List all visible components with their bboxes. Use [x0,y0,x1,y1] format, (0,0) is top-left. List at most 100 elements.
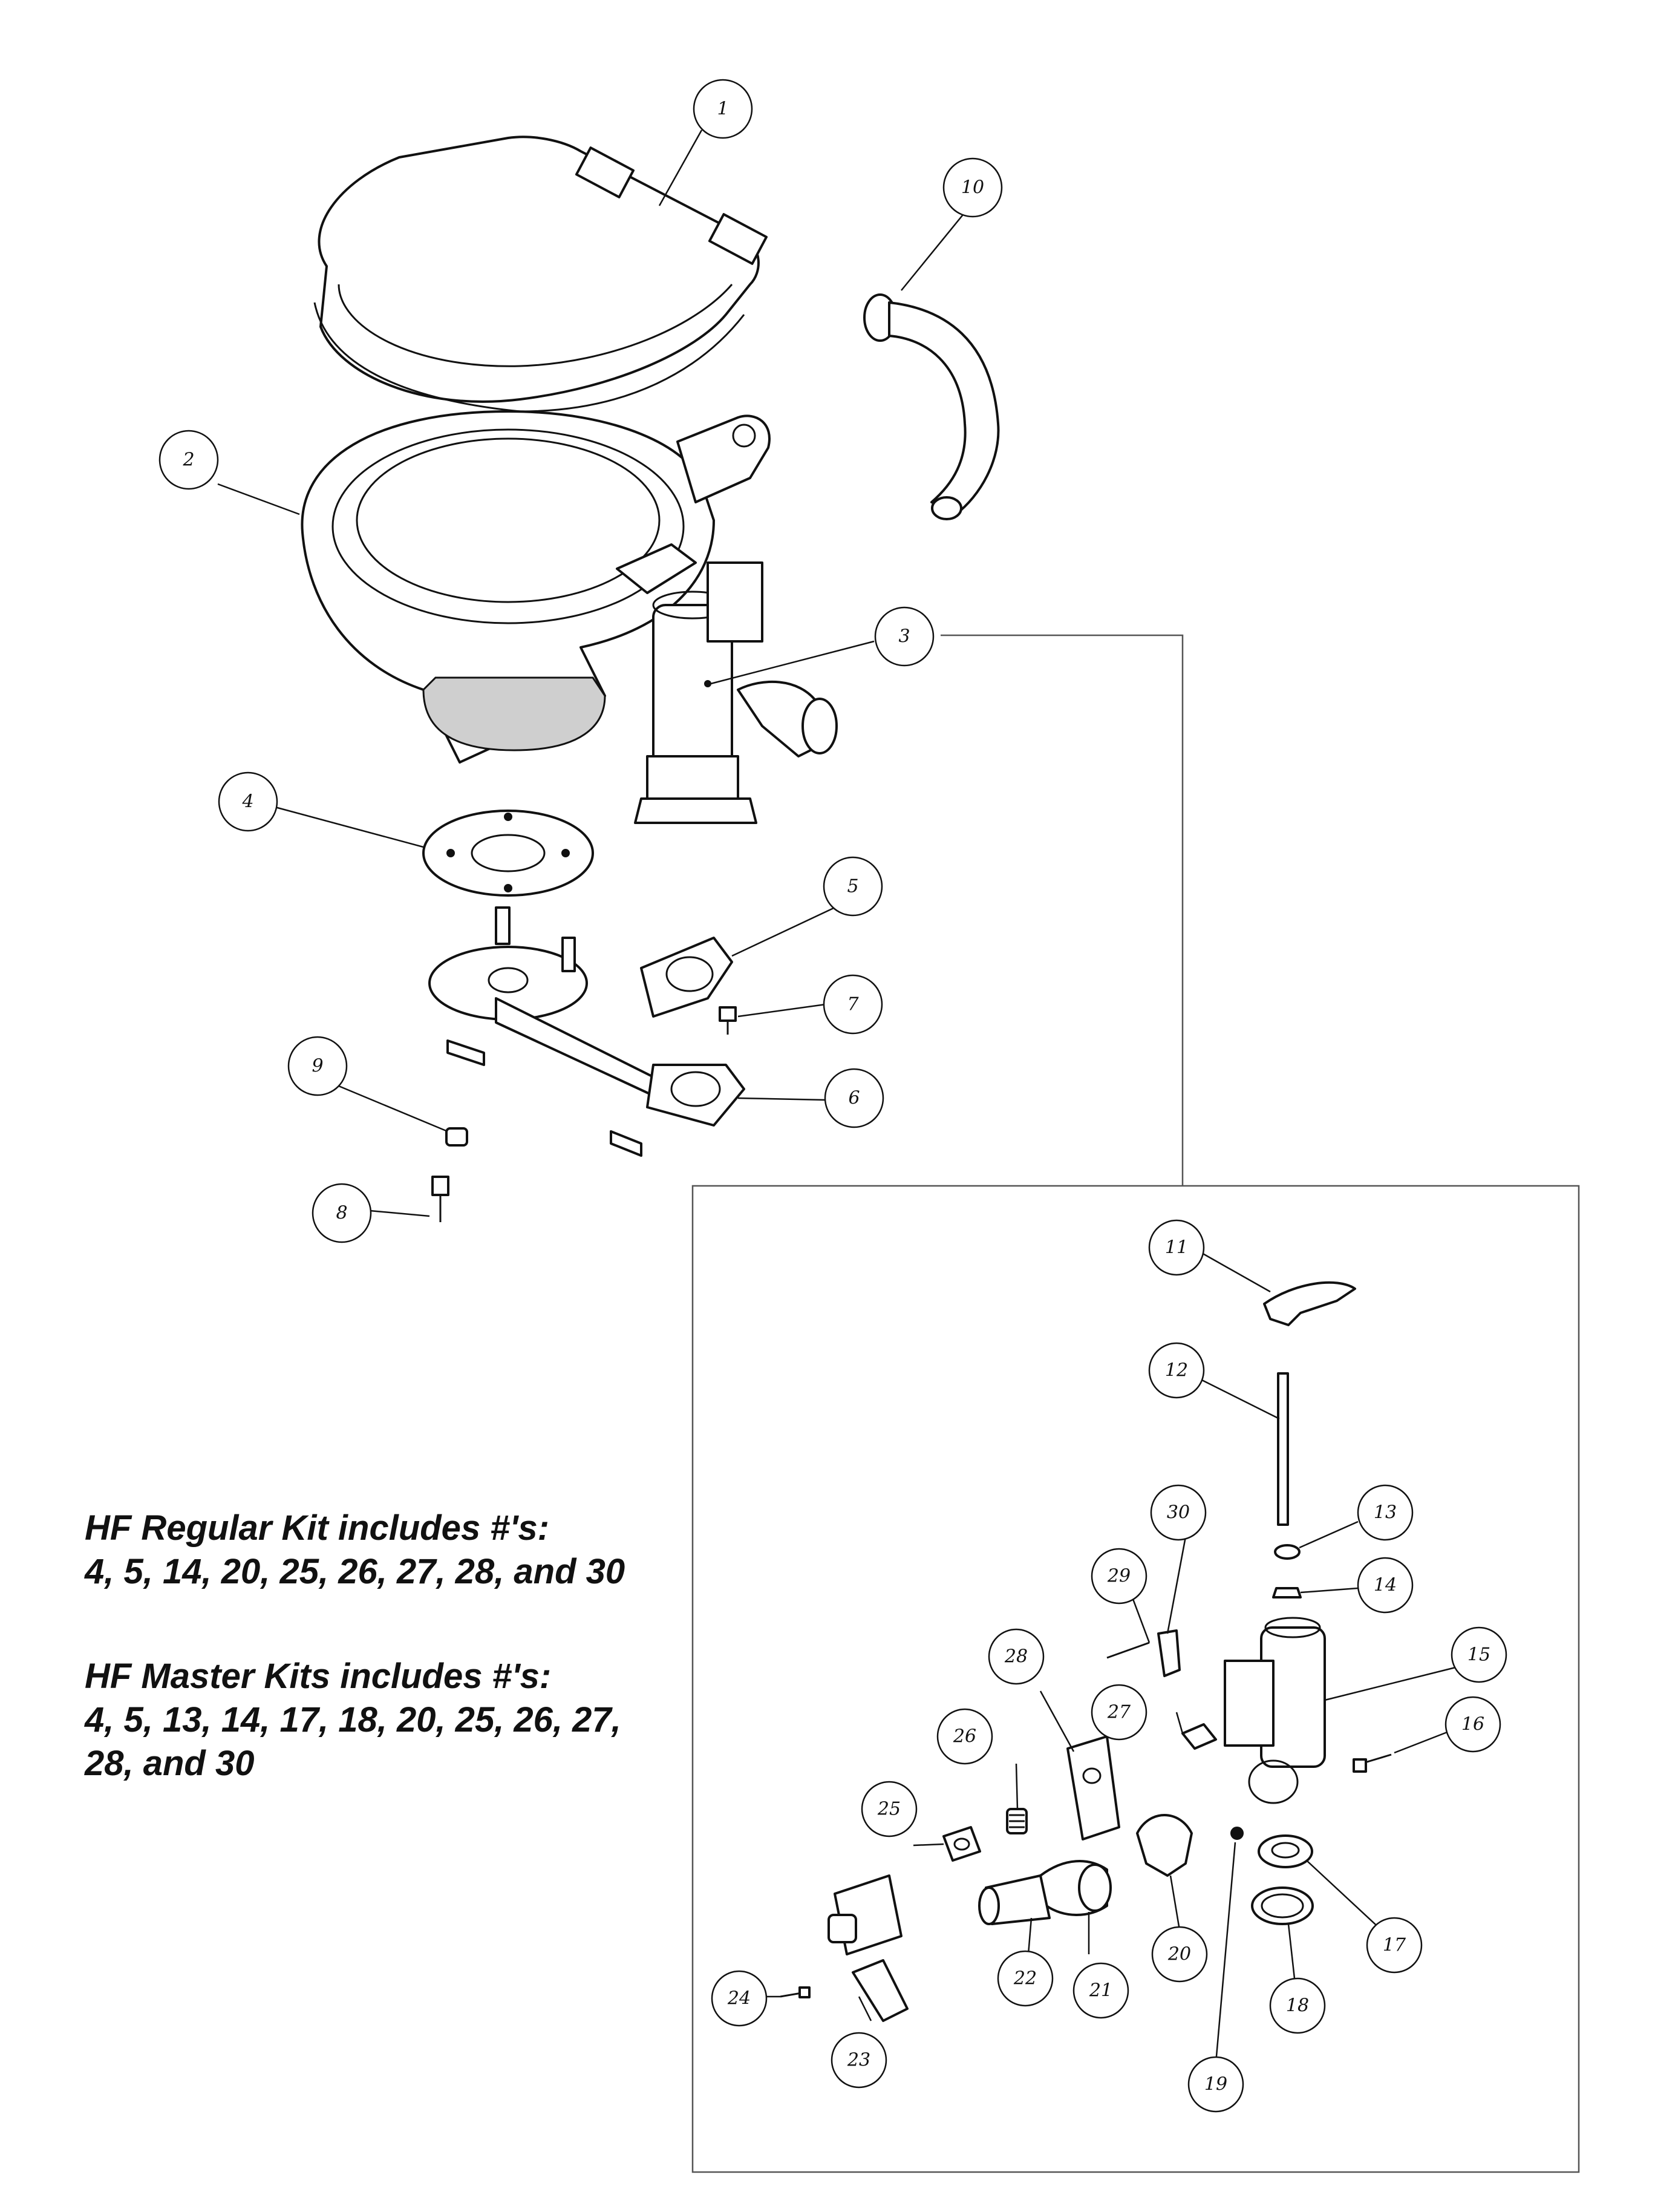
detail-box [691,1185,1580,2173]
callout-19: 19 [1187,2056,1244,2113]
svg-text:13: 13 [1374,1502,1397,1523]
svg-text:17: 17 [1383,1935,1406,1956]
callout-24: 24 [711,1970,768,2027]
svg-text:3: 3 [898,626,910,647]
callout-22: 22 [997,1950,1054,2007]
svg-text:5: 5 [847,876,858,897]
callout-29: 29 [1091,1548,1147,1605]
callout-9: 9 [287,1036,348,1096]
part-25-gasket [942,1826,981,1862]
callout-26: 26 [936,1708,993,1765]
part-27-valve-block [1181,1723,1217,1750]
callout-8: 8 [312,1183,372,1243]
callout-5: 5 [823,856,883,917]
callout-4: 4 [218,771,278,832]
callout-13: 13 [1357,1484,1414,1541]
part-20-valve [1136,1814,1193,1877]
svg-text:9: 9 [312,1056,323,1077]
part-2-bowl [301,410,771,764]
part-16-screw [1353,1753,1392,1773]
callout-10: 10 [942,157,1003,218]
part-26-spring [1006,1808,1028,1834]
part-18-o-ring [1251,1886,1314,1925]
regular-kit-parts: 4, 5, 14, 20, 25, 26, 27, 28, and 30 [85,1552,625,1591]
part-13-washer [1274,1544,1301,1560]
svg-text:24: 24 [727,1988,751,2009]
svg-text:6: 6 [848,1088,860,1109]
part-3-pump-assembly [616,543,838,824]
callout-21: 21 [1072,1962,1129,2019]
part-4-gasket [422,810,594,897]
callout-25: 25 [861,1781,918,1837]
part-1-seat-lid [313,136,768,413]
svg-text:1: 1 [717,99,728,120]
svg-text:12: 12 [1165,1360,1188,1381]
part-15-pump-housing [1224,1617,1326,1804]
part-29-bolt [1106,1641,1150,1659]
svg-text:15: 15 [1467,1644,1490,1666]
callout-7: 7 [823,974,883,1035]
callout-18: 18 [1269,1977,1326,2034]
callout-3: 3 [874,606,935,667]
callout-17: 17 [1366,1917,1423,1974]
detail-reference-line [941,634,1184,1186]
leader-lines [217,129,1458,2064]
master-kit-parts-line-2: 28, and 30 [85,1744,255,1783]
svg-text:23: 23 [847,2050,870,2071]
svg-text:2: 2 [182,450,194,471]
callout-12: 12 [1148,1342,1205,1399]
callout-23: 23 [831,2032,887,2089]
svg-text:20: 20 [1167,1944,1191,1965]
part-11-handle [1263,1281,1356,1326]
svg-text:27: 27 [1107,1702,1131,1723]
callout-15: 15 [1451,1626,1507,1683]
part-14-nut [1272,1587,1302,1598]
part-28-gasket-plate [1066,1735,1120,1841]
svg-text:28: 28 [1004,1646,1028,1667]
part-30-clip [1157,1629,1181,1677]
svg-text:21: 21 [1089,1980,1112,2001]
part-23-discharge-valve [828,1874,909,2022]
part-6-base-bracket [428,906,745,1157]
master-kit-heading: HF Master Kits includes #'s: [85,1657,552,1696]
svg-text:29: 29 [1107,1566,1131,1587]
callout-6: 6 [824,1068,884,1128]
svg-text:18: 18 [1286,1995,1309,2017]
master-kit-note: HF Master Kits includes #'s: 4, 5, 13, 1… [85,1655,621,1785]
svg-text:25: 25 [877,1799,901,1820]
master-kit-parts-line-1: 4, 5, 13, 14, 17, 18, 20, 25, 26, 27, [85,1700,621,1739]
part-19-ball [1230,1827,1244,1840]
regular-kit-note: HF Regular Kit includes #'s: 4, 5, 14, 2… [85,1507,625,1594]
part-9-nut [445,1127,468,1147]
svg-text:7: 7 [847,994,859,1015]
svg-text:11: 11 [1165,1237,1188,1258]
svg-text:26: 26 [953,1726,976,1747]
part-10-hose [863,293,1000,520]
svg-text:30: 30 [1167,1502,1190,1523]
callout-11: 11 [1148,1219,1205,1276]
part-5-flange-plate [640,937,733,1018]
part-17-valve-seat [1258,1834,1313,1868]
svg-text:8: 8 [336,1203,347,1224]
callout-2: 2 [158,430,219,490]
callout-16: 16 [1444,1696,1501,1753]
regular-kit-heading: HF Regular Kit includes #'s: [85,1508,549,1548]
callout-1: 1 [693,79,753,139]
svg-text:10: 10 [961,177,984,198]
svg-text:19: 19 [1204,2074,1227,2095]
svg-text:14: 14 [1374,1575,1397,1596]
part-24-screw [780,1986,811,1998]
callout-27: 27 [1091,1684,1147,1741]
part-7-screw [719,1006,737,1035]
callout-14: 14 [1357,1557,1414,1614]
callout-30: 30 [1150,1484,1207,1541]
part-8-bolt [431,1176,449,1222]
svg-text:4: 4 [241,791,253,813]
part-22-hose-adapter [978,1874,1051,1925]
callout-28: 28 [988,1628,1045,1685]
part-21-elbow [1039,1860,1112,1916]
svg-text:22: 22 [1013,1968,1037,1989]
callout-20: 20 [1151,1926,1208,1983]
part-12-pump-rod [1277,1372,1289,1526]
